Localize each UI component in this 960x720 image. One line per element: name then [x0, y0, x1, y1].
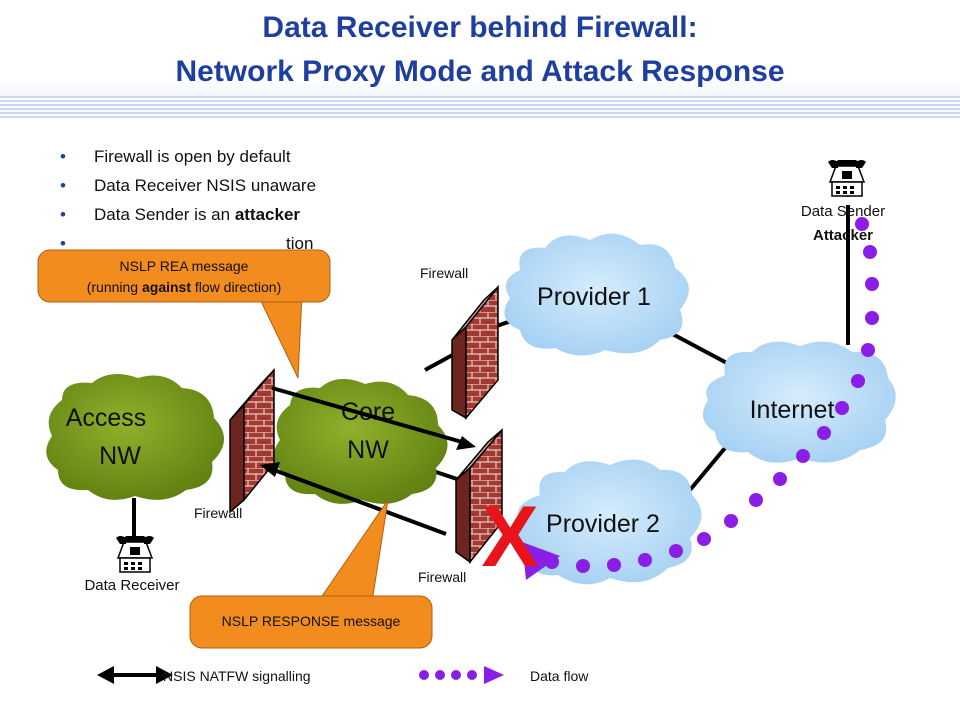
cloud-access-label-2: NW — [99, 442, 141, 470]
firewall-lower — [455, 427, 503, 565]
sender-label: Data Sender — [801, 203, 885, 220]
callout-rea-line2-post: flow direction) — [191, 279, 281, 295]
legend-dataflow-dots — [419, 666, 504, 684]
cloud-provider2: Provider 2 — [514, 459, 702, 585]
title-band — [0, 0, 960, 112]
callout-response-text: NSLP RESPONSE message — [222, 613, 401, 629]
legend-signalling-head-left — [97, 666, 114, 684]
bullet-item: • Firewall is open by default — [60, 142, 323, 171]
cloud-internet-label: Internet — [750, 396, 835, 424]
rea-arrow-head — [456, 436, 476, 450]
callout-rea-line2-bold: against — [142, 279, 191, 295]
bullet-text: tion — [286, 234, 314, 253]
title-line-2: Network Proxy Mode and Attack Response — [175, 55, 785, 88]
cloud-provider1-label: Provider 1 — [537, 283, 651, 311]
attack-flow-arrowhead — [522, 542, 560, 580]
bullet-dot-icon: • — [60, 234, 66, 253]
phone-receiver-icon — [115, 535, 155, 573]
cloud-internet: Internet — [702, 341, 896, 463]
signalling-arrows — [260, 386, 476, 536]
receiver-label: Data Receiver — [84, 577, 179, 594]
bullet-item: • Data Receiver NSIS unaware — [60, 171, 323, 200]
bullet-dot-icon: • — [60, 147, 66, 166]
legend-signalling-label: NSIS NATFW signalling — [163, 668, 311, 684]
legend-dataflow-label: Data flow — [530, 668, 589, 684]
cloud-provider2-label: Provider 2 — [546, 510, 660, 538]
sender-attacker-label: Attacker — [813, 227, 873, 244]
callout-rea-line1: NSLP REA message — [120, 258, 249, 274]
rea-arrow-line — [271, 386, 463, 444]
callout-rea-line2: (running against flow direction) — [87, 279, 282, 295]
cloud-core-label-2: NW — [347, 436, 389, 464]
callout-response: NSLP RESPONSE message — [189, 499, 433, 649]
firewall-left — [229, 367, 275, 514]
cloud-access-network: Access NW — [46, 374, 225, 500]
legend: NSIS NATFW signalling Data flow — [97, 666, 589, 684]
bullet-text: Data Sender is an — [94, 205, 235, 224]
bullet-dot-icon: • — [60, 205, 66, 224]
bullet-bold-text: attacker — [234, 205, 301, 224]
phone-sender-icon — [827, 159, 867, 197]
link-provider2-internet — [688, 446, 727, 492]
title-stripes — [0, 96, 960, 118]
firewall-label-upper: Firewall — [420, 265, 468, 281]
bullet-text: Firewall is open by default — [94, 147, 291, 166]
firewall-label-lower: Firewall — [418, 569, 466, 585]
firewall-upper — [451, 284, 499, 421]
cloud-core-network: Core NW — [273, 378, 448, 504]
bullet-dot-icon: • — [60, 176, 66, 195]
response-arrow-line — [273, 468, 447, 536]
title-line-1: Data Receiver behind Firewall: — [262, 11, 698, 44]
cloud-provider1: Provider 1 — [504, 233, 689, 356]
legend-signalling-head-right — [156, 666, 173, 684]
cloud-access-label-1: Access — [66, 404, 147, 432]
blocked-x-mark: X — [481, 489, 538, 585]
bullet-item: • tion — [60, 229, 323, 258]
page-title: Data Receiver behind Firewall: Network P… — [0, 6, 960, 94]
callout-rea-line2-pre: (running — [87, 279, 142, 295]
attack-data-flow — [522, 183, 879, 580]
response-arrow-head — [260, 462, 280, 477]
callout-rea: NSLP REA message (running against flow d… — [37, 249, 331, 379]
firewall-label-left: Firewall — [194, 505, 242, 521]
bullet-item: • Data Sender is an attacker — [60, 200, 323, 229]
bullet-text: Data Receiver NSIS unaware — [94, 176, 317, 195]
